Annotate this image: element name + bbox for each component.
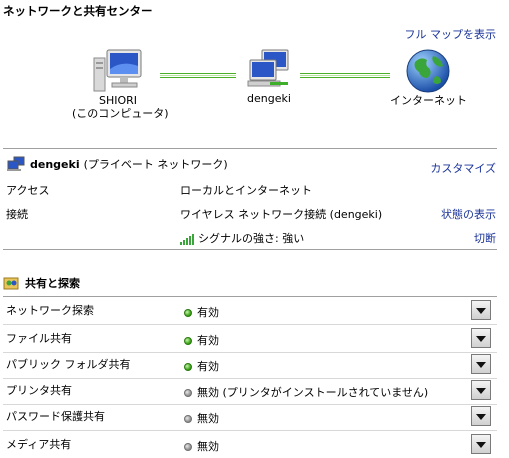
computer-node[interactable]: SHIORI (このコンピュータ)	[72, 48, 169, 120]
row-status-text: 無効	[197, 440, 219, 453]
expand-network-discovery-button[interactable]	[471, 300, 491, 320]
status-off-icon	[184, 443, 192, 451]
row-status: 有効	[184, 304, 219, 320]
network-name-bold: dengeki	[30, 157, 80, 171]
row-divider	[3, 378, 497, 379]
row-status-text: 有効	[197, 306, 219, 319]
sharing-header: 共有と探索	[3, 275, 80, 291]
network-icon	[247, 49, 289, 87]
network-node[interactable]: dengeki	[238, 48, 300, 105]
computer-sub: (このコンピュータ)	[72, 107, 169, 120]
signal-strength-icon	[180, 234, 194, 245]
row-status: 有効	[184, 358, 219, 374]
access-value: ローカルとインターネット	[180, 184, 312, 197]
row-status: 無効	[184, 410, 219, 426]
status-off-icon	[184, 415, 192, 423]
expand-file-sharing-button[interactable]	[471, 328, 491, 348]
internet-node[interactable]: インターネット	[390, 48, 467, 107]
row-label: パスワード保護共有	[6, 410, 105, 423]
row-status: 無効	[184, 438, 219, 454]
globe-icon	[406, 49, 450, 93]
access-label: アクセス	[6, 184, 50, 197]
internet-label: インターネット	[390, 94, 467, 107]
disconnect-link[interactable]: 切断	[474, 232, 496, 245]
network-type: (プライベート ネットワーク)	[83, 158, 228, 171]
row-status: 無効 (プリンタがインストールされていません)	[184, 384, 428, 400]
row-status-text: 無効	[197, 412, 219, 425]
network-small-icon	[7, 156, 25, 171]
connection-line-2	[300, 73, 390, 78]
sharing-icon	[3, 277, 19, 290]
expand-media-sharing-button[interactable]	[471, 434, 491, 454]
computer-icon	[93, 49, 142, 92]
status-on-icon	[184, 363, 192, 371]
connection-value: ワイヤレス ネットワーク接続 (dengeki)	[180, 208, 383, 221]
row-divider	[3, 430, 497, 431]
full-map-link[interactable]: フル マップを表示	[404, 28, 497, 41]
status-off-icon	[184, 389, 192, 397]
row-status-text: 有効	[197, 360, 219, 373]
connection-label: 接続	[6, 208, 28, 221]
row-divider	[3, 404, 497, 405]
divider	[3, 148, 497, 149]
signal-row: シグナルの強さ: 強い	[180, 230, 304, 246]
expand-password-sharing-button[interactable]	[471, 406, 491, 426]
view-status-link[interactable]: 状態の表示	[441, 208, 496, 221]
expand-public-folder-sharing-button[interactable]	[471, 354, 491, 374]
divider	[3, 249, 497, 250]
connection-line-1	[160, 73, 236, 78]
row-label: パブリック フォルダ共有	[6, 358, 131, 371]
status-on-icon	[184, 309, 192, 317]
signal-value: シグナルの強さ: 強い	[198, 232, 305, 245]
customize-link[interactable]: カスタマイズ	[430, 162, 496, 175]
expand-printer-sharing-button[interactable]	[471, 380, 491, 400]
status-on-icon	[184, 337, 192, 345]
row-label: ファイル共有	[6, 332, 72, 345]
network-header: dengeki (プライベート ネットワーク)	[6, 156, 228, 172]
network-name: dengeki	[247, 92, 291, 105]
row-divider	[3, 352, 497, 353]
row-divider	[3, 324, 497, 325]
computer-name: SHIORI	[98, 94, 138, 107]
row-status-text: 有効	[197, 334, 219, 347]
row-label: プリンタ共有	[6, 384, 72, 397]
row-status: 有効	[184, 332, 219, 348]
divider	[3, 296, 497, 297]
row-label: ネットワーク探索	[6, 304, 94, 317]
page-title: ネットワークと共有センター	[3, 4, 153, 18]
row-status-text: 無効 (プリンタがインストールされていません)	[197, 386, 429, 399]
row-label: メディア共有	[6, 438, 72, 451]
sharing-header-label: 共有と探索	[25, 277, 80, 290]
